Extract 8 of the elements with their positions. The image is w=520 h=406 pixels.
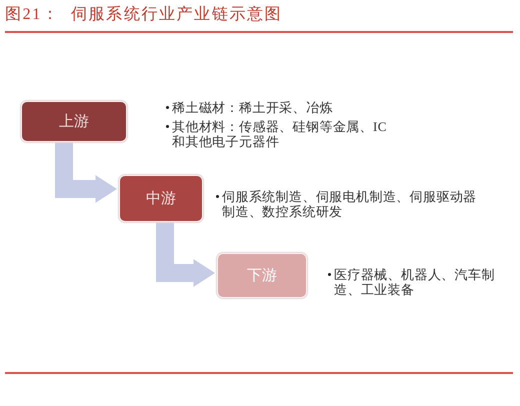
list-item-text: 稀土磁材：稀土开采、冶炼: [172, 100, 334, 115]
process-box: 下游: [217, 253, 307, 298]
figure-title: 图21： 伺服系统行业产业链示意图: [5, 5, 282, 25]
process-box: 中游: [119, 175, 203, 222]
list-item-text: 其他材料：传感器、硅钢等金属、IC和其他电子元器件: [172, 119, 388, 149]
process-box: 上游: [21, 101, 127, 142]
list-item-text: 医疗器械、机器人、汽车制造、工业装备: [334, 267, 496, 297]
list-item-text: 伺服系统制造、伺服电机制造、伺服驱动器制造、数控系统研发: [222, 189, 478, 219]
